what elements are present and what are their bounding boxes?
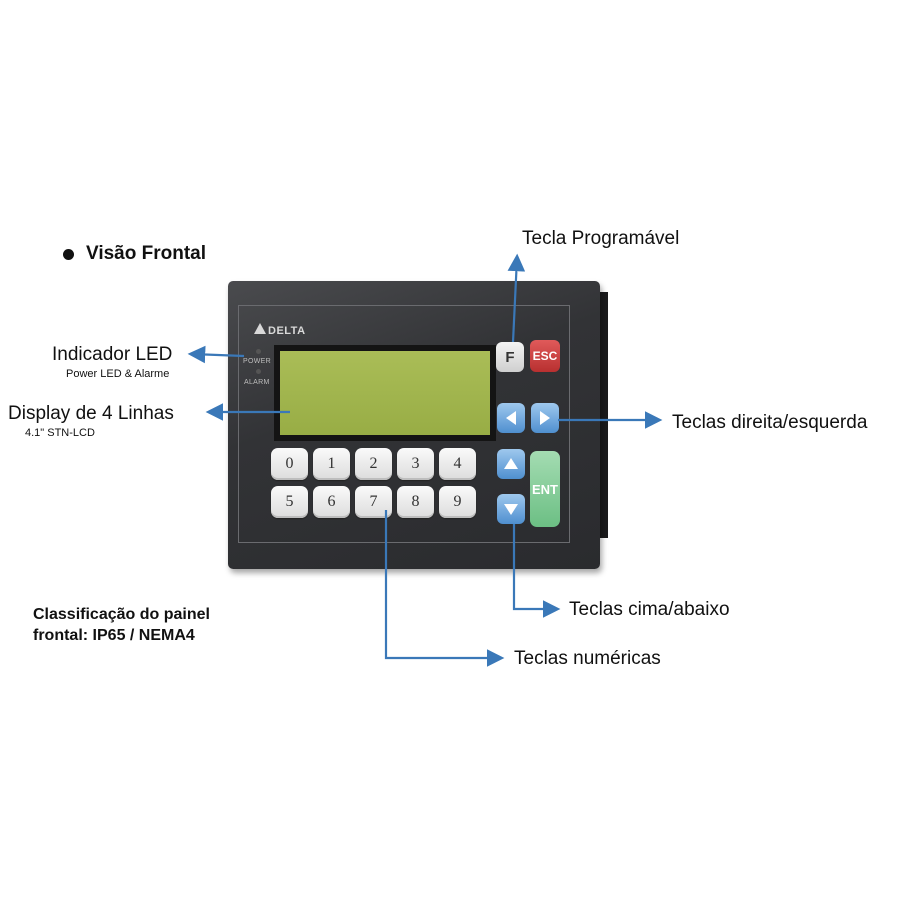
label-programmable-key: Tecla Programável bbox=[522, 228, 680, 249]
key-1[interactable]: 1 bbox=[313, 448, 350, 480]
alarm-led-label: ALARM bbox=[244, 379, 270, 386]
key-9[interactable]: 9 bbox=[439, 486, 476, 518]
label-led-sub: Power LED & Alarme bbox=[66, 368, 170, 380]
rating-text: Classificação do painel frontal: IP65 / … bbox=[33, 604, 210, 646]
key-up[interactable] bbox=[497, 449, 525, 479]
arrow-led bbox=[187, 345, 245, 364]
arrow-up-icon bbox=[504, 458, 518, 469]
arrow-numeric bbox=[384, 510, 505, 667]
rating-line-1: Classificação do painel bbox=[33, 606, 210, 623]
key-0[interactable]: 0 bbox=[271, 448, 308, 480]
rating-line-2: frontal: IP65 / NEMA4 bbox=[33, 627, 195, 644]
alarm-led bbox=[256, 369, 261, 374]
bullet-icon bbox=[63, 249, 74, 260]
label-display-sub: 4.1" STN-LCD bbox=[25, 427, 95, 439]
key-2[interactable]: 2 bbox=[355, 448, 392, 480]
key-down[interactable] bbox=[497, 494, 525, 524]
brand-label: DELTA bbox=[268, 325, 306, 337]
key-6[interactable]: 6 bbox=[313, 486, 350, 518]
key-3[interactable]: 3 bbox=[397, 448, 434, 480]
key-f[interactable]: F bbox=[496, 342, 524, 372]
lcd-display bbox=[274, 345, 496, 441]
label-display: Display de 4 Linhas bbox=[8, 403, 174, 424]
arrow-programmable-key bbox=[507, 253, 526, 343]
label-led-indicator: Indicador LED bbox=[52, 344, 173, 365]
key-esc[interactable]: ESC bbox=[530, 340, 560, 372]
key-left[interactable] bbox=[497, 403, 525, 433]
power-led-label: POWER bbox=[243, 358, 271, 365]
arrow-right-icon bbox=[540, 411, 550, 425]
delta-logo-icon bbox=[254, 323, 266, 334]
arrow-left-icon bbox=[506, 411, 516, 425]
key-right[interactable] bbox=[531, 403, 559, 433]
label-numeric-keys: Teclas numéricas bbox=[514, 648, 661, 669]
page-title: Visão Frontal bbox=[86, 243, 207, 264]
device-bezel bbox=[238, 305, 570, 543]
arrow-down-icon bbox=[504, 504, 518, 515]
power-led bbox=[256, 349, 261, 354]
label-left-right-keys: Teclas direita/esquerda bbox=[672, 412, 868, 433]
arrow-up-down bbox=[512, 524, 561, 618]
key-ent[interactable]: ENT bbox=[530, 451, 560, 527]
key-5[interactable]: 5 bbox=[271, 486, 308, 518]
label-up-down-keys: Teclas cima/abaixo bbox=[569, 599, 730, 620]
key-4[interactable]: 4 bbox=[439, 448, 476, 480]
key-8[interactable]: 8 bbox=[397, 486, 434, 518]
